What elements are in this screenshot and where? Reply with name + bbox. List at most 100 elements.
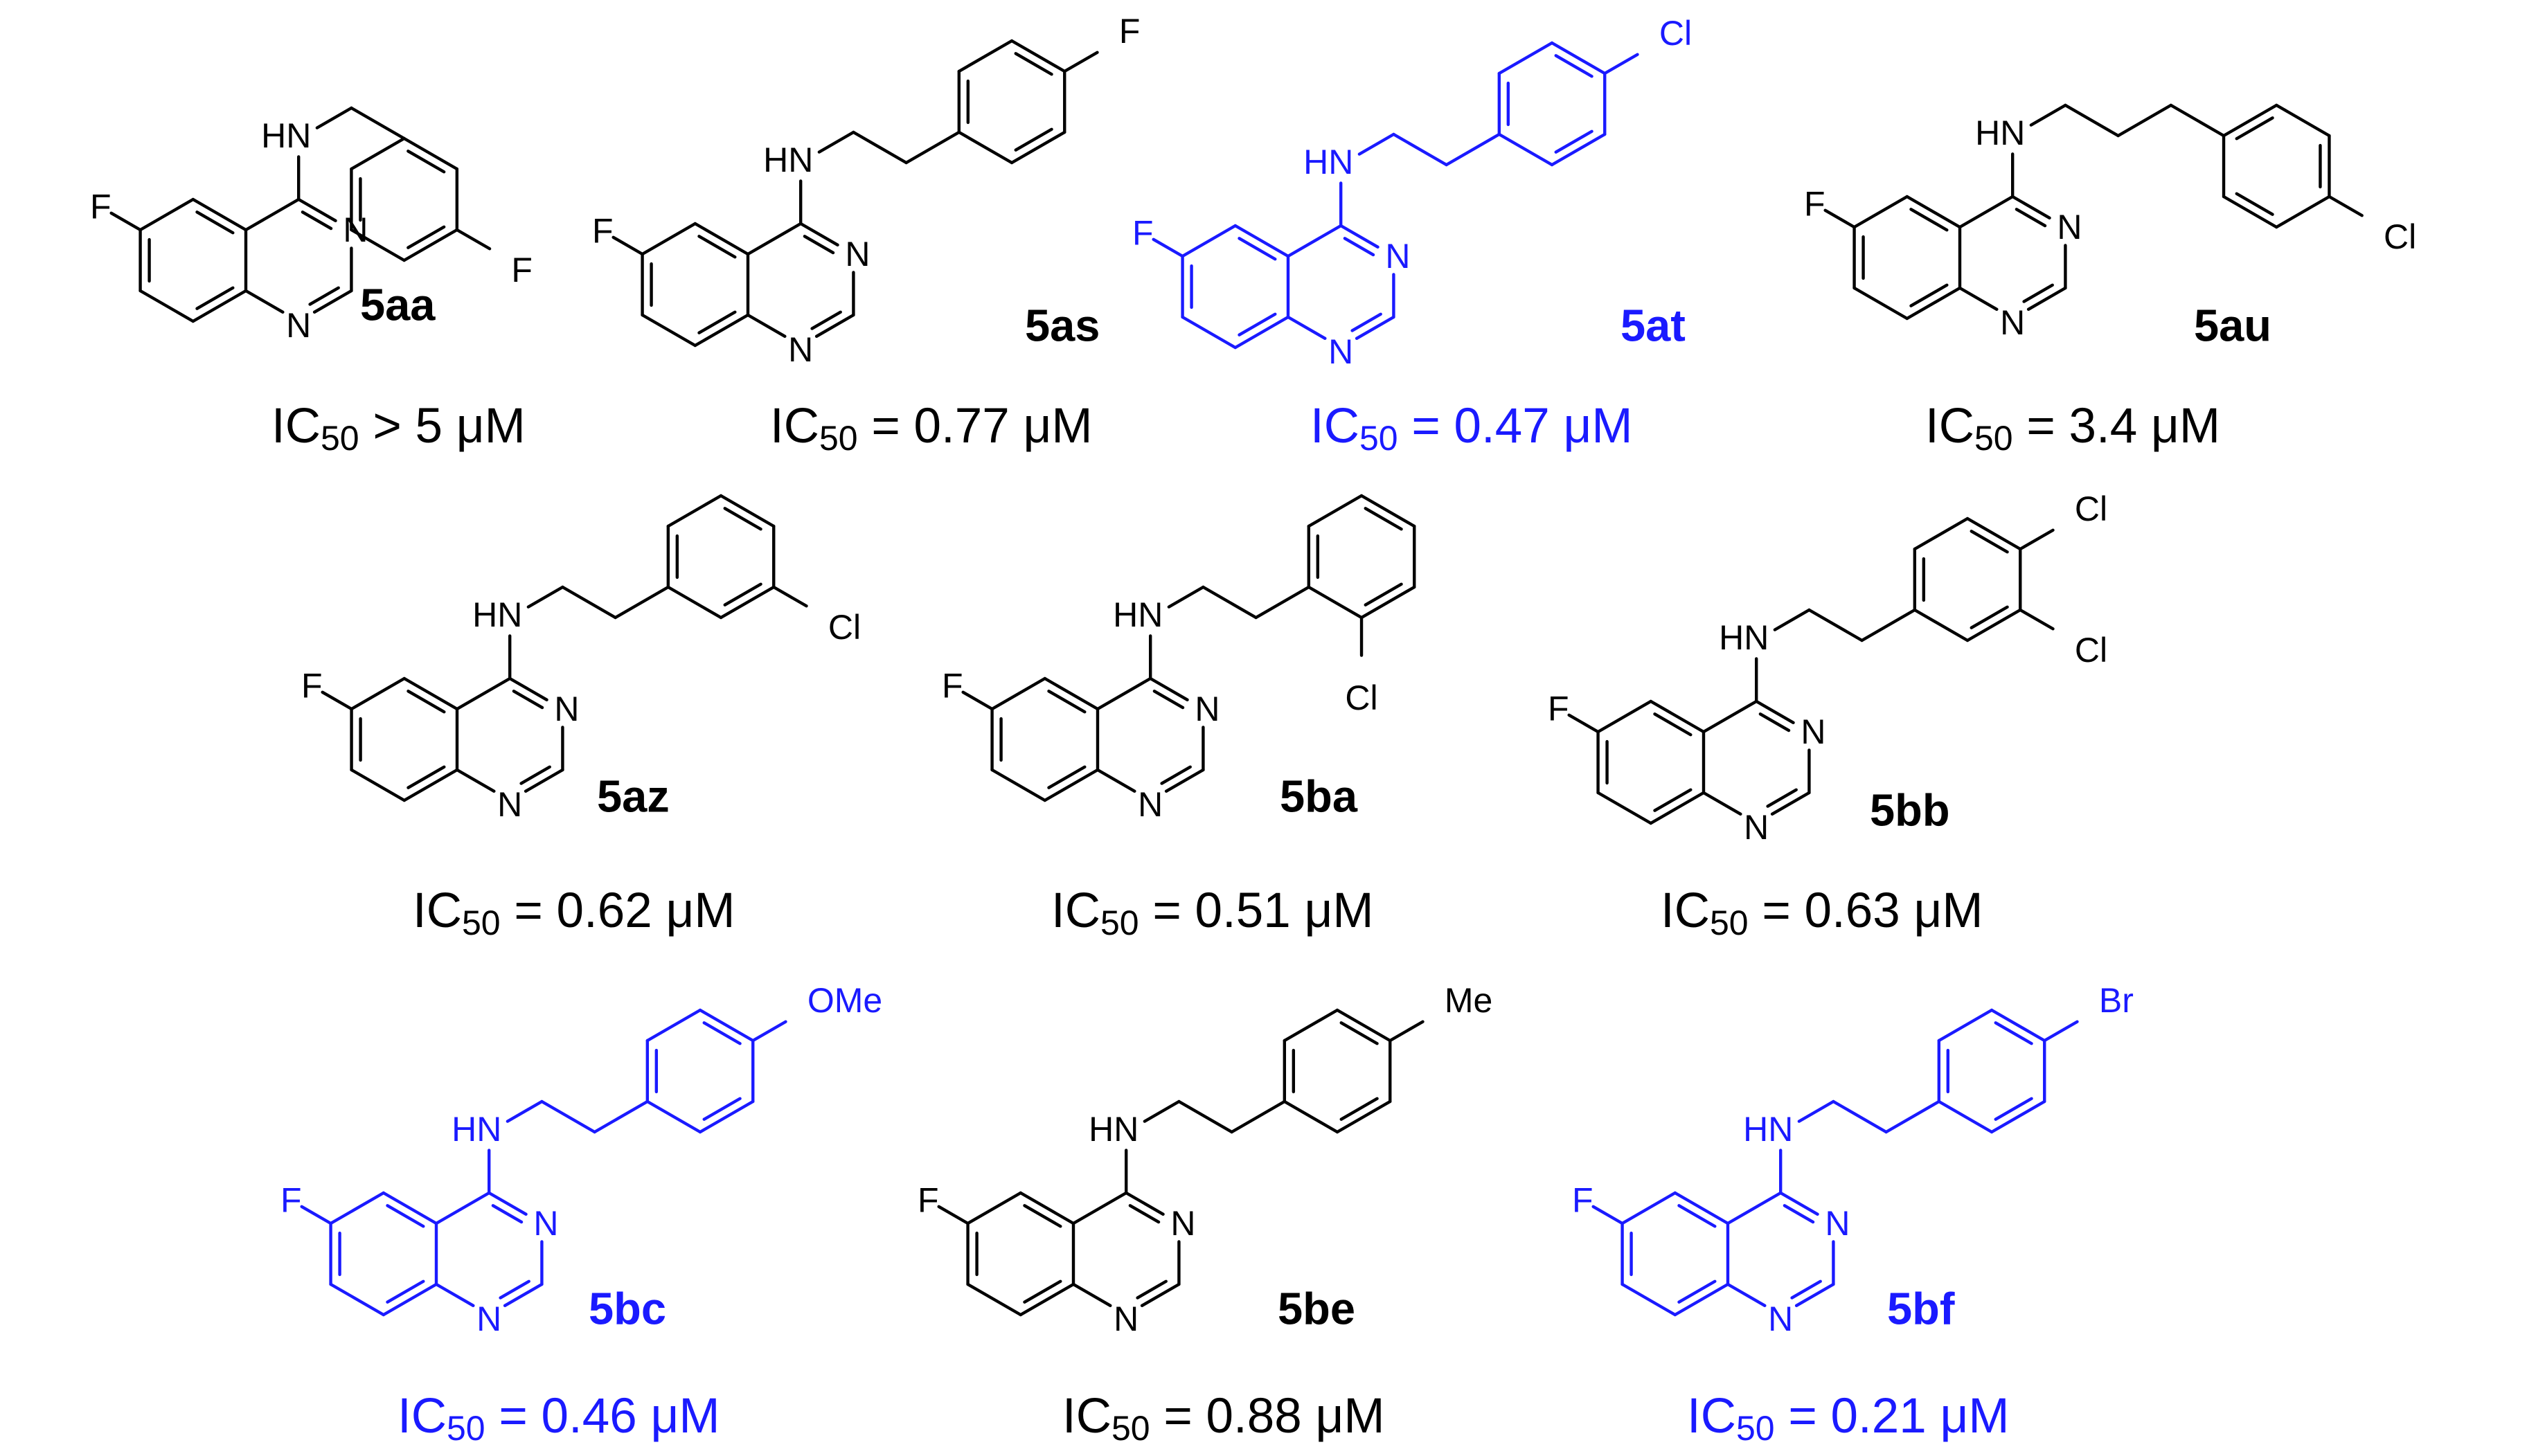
bond <box>1023 1204 1062 1228</box>
bond <box>1653 712 1693 737</box>
bond <box>645 1099 702 1134</box>
bond <box>1970 530 2009 554</box>
bond <box>1136 1279 1168 1300</box>
bond <box>2222 103 2278 138</box>
bond <box>1794 1282 1835 1308</box>
bond <box>321 690 353 711</box>
bond <box>1339 1097 1379 1121</box>
bond <box>1620 1282 1677 1317</box>
atom-F: F <box>1548 689 1569 728</box>
bond <box>1620 1191 1677 1225</box>
ic50-value: IC50 = 0.63 μM <box>1661 883 1983 943</box>
bond <box>1550 132 1607 167</box>
bond <box>814 313 855 338</box>
atom-N1: N <box>1744 808 1769 847</box>
atom-N1: N <box>1768 1300 1793 1338</box>
bond <box>499 1279 530 1300</box>
bond <box>593 1099 650 1134</box>
bond <box>455 768 496 793</box>
bond <box>746 222 803 256</box>
bond <box>491 1204 524 1224</box>
atom-N1: N <box>497 785 522 824</box>
bond <box>1152 690 1185 710</box>
bond <box>1937 1099 1994 1134</box>
atom-F: F <box>301 666 323 705</box>
bond <box>810 310 842 330</box>
bond <box>191 197 248 232</box>
ic50-value: IC50 = 0.88 μM <box>1062 1389 1385 1448</box>
bond <box>2022 283 2054 303</box>
bond <box>772 585 808 608</box>
bond <box>1128 1204 1161 1224</box>
bond <box>1014 52 1053 76</box>
bond <box>407 150 446 174</box>
bond <box>2029 103 2067 127</box>
bond <box>1335 1099 1392 1134</box>
bond <box>698 1008 755 1043</box>
bond <box>746 313 787 338</box>
bond <box>803 235 835 255</box>
bond <box>2222 195 2278 229</box>
bond <box>2275 195 2331 229</box>
bond <box>2328 195 2364 217</box>
atom-N1: N <box>286 306 311 345</box>
compound-label: 5au <box>2194 300 2271 351</box>
atom-F: F <box>280 1180 302 1219</box>
bond <box>402 676 459 711</box>
bond <box>1807 608 1864 642</box>
atom-F-4: F <box>1119 12 1141 51</box>
bond <box>526 585 564 609</box>
bond <box>1905 286 1962 321</box>
bond <box>402 768 459 802</box>
bond <box>508 676 548 701</box>
bond <box>329 1191 385 1225</box>
atom-Cl-4: Cl <box>1659 14 1692 53</box>
compound-label: 5at <box>1620 300 1686 351</box>
bond <box>300 1205 332 1225</box>
ic50-value: IC50 = 0.51 μM <box>1051 883 1374 943</box>
bond <box>1286 315 1327 340</box>
bond <box>1958 195 2015 229</box>
bond <box>382 1282 438 1317</box>
bond <box>1307 585 1364 620</box>
bond <box>1071 1191 1128 1225</box>
bond <box>407 225 446 249</box>
atom-N1: N <box>2000 303 2025 342</box>
bond <box>1014 127 1053 152</box>
bond <box>799 222 839 246</box>
bond <box>244 289 285 314</box>
atom-Cl-3: Cl <box>828 608 861 647</box>
bond <box>455 676 512 711</box>
atom-HN: HN <box>261 116 311 155</box>
atom-F: F <box>592 211 614 250</box>
bond <box>1335 1008 1392 1043</box>
bond <box>1343 237 1375 257</box>
bond <box>1790 1279 1822 1300</box>
bond <box>1233 315 1290 350</box>
bond <box>350 768 406 802</box>
bond <box>666 494 723 528</box>
bond <box>1554 54 1593 78</box>
bond <box>702 1097 742 1121</box>
atom-N1: N <box>1138 785 1163 824</box>
bond <box>1994 1097 2033 1121</box>
bond <box>1958 286 1999 311</box>
atom-HN: HN <box>452 1110 501 1149</box>
atom-N1: N <box>1328 332 1353 371</box>
bond <box>1355 315 1395 340</box>
bond <box>904 130 961 165</box>
bond <box>312 289 353 314</box>
bond <box>1023 1279 1062 1304</box>
bond <box>1392 132 1448 167</box>
bond <box>1673 1282 1730 1317</box>
bond <box>1140 1282 1181 1308</box>
bond <box>2235 192 2274 216</box>
bond <box>402 136 459 171</box>
bond <box>1677 1279 1717 1304</box>
bond <box>697 235 737 259</box>
